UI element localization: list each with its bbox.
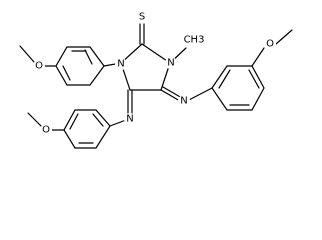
molecule-svg: S N N N N CH3 O O O xyxy=(19,11,293,149)
bond-imine-bottom-aryl xyxy=(109,119,127,127)
bottom-left-oxygen-label: O xyxy=(42,125,50,136)
methyl-label: CH3 xyxy=(184,35,205,46)
right-methoxyphenyl xyxy=(211,29,293,111)
thione-double-bond xyxy=(139,23,145,45)
top-left-oxygen-label: O xyxy=(35,61,43,72)
right-oxygen-label: O xyxy=(266,39,274,50)
ring-n1-label: N xyxy=(117,59,124,70)
bond-o-ring-right xyxy=(251,47,265,67)
sulfur-label: S xyxy=(139,12,145,23)
molecule-structure-diagram: S N N N N CH3 O O O xyxy=(19,11,293,149)
bond-imine-right-aryl xyxy=(186,87,213,102)
bond-o-methyl-right xyxy=(275,29,293,45)
imine-right-double-bond xyxy=(160,86,183,102)
top-left-methoxyphenyl xyxy=(19,45,105,86)
imine-bottom-double-bond xyxy=(127,89,133,114)
imidazolidine-ring xyxy=(120,43,171,91)
imine-bottom-n-label: N xyxy=(126,114,133,125)
bottom-left-methoxyphenyl xyxy=(27,109,111,149)
bond-o-methyl-top-left xyxy=(19,45,35,63)
bond-o-methyl-bottom-left xyxy=(27,112,42,127)
ring-n3-label: N xyxy=(167,58,174,69)
imine-right-n-label: N xyxy=(180,96,187,107)
atom-labels: S N N N N CH3 O O O xyxy=(33,11,276,136)
bond-c2-n3 xyxy=(141,43,171,64)
